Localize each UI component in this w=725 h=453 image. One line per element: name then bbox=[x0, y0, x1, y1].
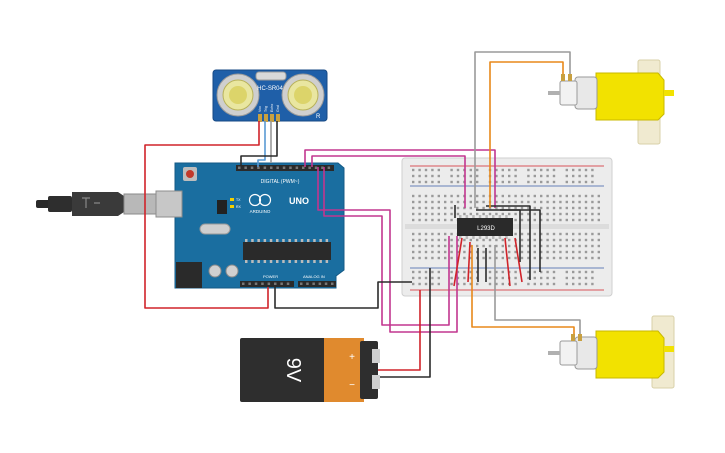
driver-ic-label: L293D bbox=[477, 226, 495, 232]
sensor-pin-gnd: Gnd bbox=[276, 105, 280, 112]
power-header-label: POWER bbox=[263, 274, 278, 279]
battery-plus-mark: + bbox=[349, 352, 355, 363]
wire-motor-top-gray bbox=[474, 51, 571, 208]
sensor-pin-labels: Vcc Trig Echo Gnd bbox=[258, 104, 280, 112]
wire-motor-bottom-gray bbox=[494, 245, 581, 338]
sensor-pin-echo: Echo bbox=[270, 104, 274, 112]
usb-cable bbox=[36, 192, 159, 216]
dc-motor-bottom bbox=[548, 315, 675, 389]
wire-sensor-gnd bbox=[240, 121, 278, 166]
wire-arduino-gnd bbox=[274, 281, 412, 309]
battery-voltage-label: 9V bbox=[282, 358, 304, 383]
wire-sensor-vcc-red bbox=[144, 121, 269, 309]
sensor-pin-vcc: Vcc bbox=[258, 106, 262, 112]
sensor-pin-trig: Trig bbox=[264, 106, 268, 112]
analog-header-label: ANALOG IN bbox=[303, 274, 325, 279]
wire-control-2 bbox=[311, 155, 466, 208]
arduino-uno-board: DIGITAL (PWM~) UNO ARDUINO TX RX POWER A… bbox=[36, 162, 345, 289]
dc-motor-top bbox=[548, 59, 674, 145]
arduino-brand-text: ARDUINO bbox=[250, 209, 271, 214]
breadboard-holes bbox=[412, 168, 600, 286]
wires bbox=[144, 51, 581, 378]
battery-minus-mark: − bbox=[349, 380, 355, 391]
arduino-model-text: UNO bbox=[289, 196, 309, 206]
wire-sensor-trig bbox=[257, 121, 266, 167]
led-rx-label: RX bbox=[236, 205, 242, 209]
l293d-driver-ic: L293D bbox=[457, 215, 513, 239]
sensor-corner-mark: R bbox=[316, 114, 321, 120]
wire-control-3 bbox=[317, 167, 458, 333]
ultrasonic-sensor: HC-SR04 R Vcc Trig Echo Gnd bbox=[212, 69, 328, 122]
wire-control-1 bbox=[304, 149, 496, 208]
wire-control-4 bbox=[323, 167, 450, 326]
battery-9v: 9V + − bbox=[240, 338, 380, 402]
wire-battery-negative bbox=[378, 268, 431, 378]
digital-header-label: DIGITAL (PWM~) bbox=[261, 179, 300, 185]
led-tx-label: TX bbox=[236, 198, 241, 202]
wire-motor-bottom-orange bbox=[471, 245, 575, 338]
wire-motor-top-orange bbox=[489, 61, 564, 208]
wire-battery-positive bbox=[378, 290, 421, 371]
sensor-model-label: HC-SR04 bbox=[257, 86, 283, 92]
